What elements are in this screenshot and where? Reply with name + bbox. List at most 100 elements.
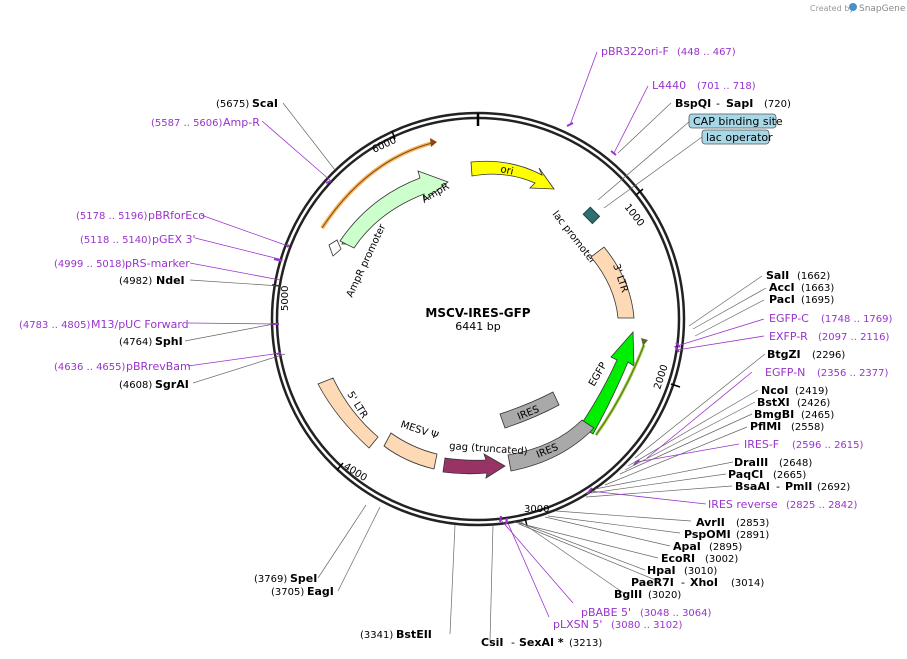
ndei-name[interactable]: NdeI: [156, 274, 185, 287]
bstxi-name[interactable]: BstXI: [757, 396, 790, 409]
ndei-pos: (4982): [119, 276, 152, 287]
lac-operator-label: lac operator: [706, 131, 773, 144]
sgrai-name[interactable]: SgrAI: [155, 378, 189, 391]
scai-pos: (5675): [216, 99, 249, 110]
plasmid-length: 6441 bp: [455, 320, 500, 333]
pbabe-pos: (3048 .. 3064): [640, 608, 712, 619]
ltr3-feature[interactable]: [590, 246, 635, 319]
credit-prefix: Created by: [810, 4, 854, 13]
ires-lower-feature[interactable]: [507, 419, 595, 472]
hpai-name[interactable]: HpaI: [647, 564, 676, 577]
bspqi-pos: (720): [764, 99, 791, 110]
gag-feature[interactable]: [442, 453, 506, 479]
sgrai-pos: (4608): [119, 380, 152, 391]
leader-lines: [184, 102, 767, 642]
l4440-pos: (701 .. 718): [697, 81, 756, 92]
ampr-primer-name[interactable]: Amp-R: [223, 116, 260, 129]
cap-binding-box[interactable]: [688, 113, 777, 129]
svg-text:-: -: [776, 480, 780, 493]
bsaai-name[interactable]: BsaAI: [735, 480, 770, 493]
pbrforeco-name[interactable]: pBRforEco: [148, 209, 205, 222]
bsteii-name[interactable]: BstEII: [396, 628, 432, 641]
bglii-name[interactable]: BglII: [614, 588, 642, 601]
sali-pos: (1662): [797, 271, 830, 282]
m13-name[interactable]: M13/pUC Forward: [91, 318, 189, 331]
svg-text:-: -: [681, 576, 685, 589]
eagi-name[interactable]: EagI: [307, 585, 334, 598]
pflmi-pos: (2558): [791, 422, 824, 433]
ampr-feature[interactable]: [339, 170, 449, 249]
paqci-name[interactable]: PaqCI: [728, 468, 763, 481]
paer7i-name[interactable]: PaeR7I: [631, 576, 674, 589]
egfpc-name[interactable]: EGFP-C: [769, 312, 809, 325]
pbrrevbam-name[interactable]: pBRrevBam: [126, 360, 191, 373]
pflmi-name[interactable]: PflMI: [750, 420, 781, 433]
ncoi-name[interactable]: NcoI: [761, 384, 788, 397]
bglii-pos: (3020): [648, 590, 681, 601]
iresf-name[interactable]: IRES-F: [744, 438, 779, 451]
iresf-pos: (2596 .. 2615): [792, 440, 864, 451]
paqci-pos: (2665): [773, 470, 806, 481]
spei-pos: (3769): [254, 574, 287, 585]
bmgbi-name[interactable]: BmgBI: [754, 408, 794, 421]
plxsn-name[interactable]: pLXSN 5': [553, 618, 602, 631]
ecori-name[interactable]: EcoRI: [661, 552, 695, 565]
plxsn-pos: (3080 .. 3102): [611, 620, 683, 631]
sphi-name[interactable]: SphI: [155, 335, 183, 348]
lac-operator-box[interactable]: [701, 129, 770, 145]
lac-promoter-feature[interactable]: [582, 206, 601, 225]
sexai-name[interactable]: SexAI *: [519, 636, 564, 649]
cap-binding-label: CAP binding site: [693, 115, 783, 128]
exfpr-name[interactable]: EXFP-R: [769, 330, 808, 343]
paci-pos: (1695): [801, 295, 834, 306]
btgzi-name[interactable]: BtgZI: [767, 348, 801, 361]
pmli-name[interactable]: PmlI: [785, 480, 812, 493]
egfp-feature[interactable]: [579, 330, 635, 435]
exfpr-pos: (2097 .. 2116): [818, 332, 890, 343]
sapi-name[interactable]: SapI: [726, 97, 753, 110]
pspomi-name[interactable]: PspOMI: [684, 528, 731, 541]
sali-name[interactable]: SalI: [766, 269, 789, 282]
pgex-pos: (5118 .. 5140): [80, 235, 152, 246]
ori-feature[interactable]: [470, 160, 555, 190]
acci-name[interactable]: AccI: [769, 281, 795, 294]
avrii-name[interactable]: AvrII: [696, 516, 725, 529]
csii-pos: (3213): [569, 638, 602, 649]
draiii-name[interactable]: DraIII: [734, 456, 768, 469]
pbr322-pos: (448 .. 467): [677, 47, 736, 58]
ncoi-pos: (2419): [795, 386, 828, 397]
tick-5000: 5000: [280, 286, 291, 311]
tick-4000: 4000: [341, 461, 368, 484]
scai-name[interactable]: ScaI: [252, 97, 278, 110]
l4440-name[interactable]: L4440: [652, 79, 686, 92]
ltr5-feature[interactable]: [317, 377, 379, 449]
tick-3000: 3000: [524, 504, 549, 515]
ires-upper-feature[interactable]: [499, 391, 560, 429]
paer7i-pos: (3014): [731, 578, 764, 589]
egfpc-pos: (1748 .. 1769): [821, 314, 893, 325]
pspomi-pos: (2891): [736, 530, 769, 541]
mesv-feature[interactable]: [383, 432, 438, 470]
ecori-pos: (3002): [705, 554, 738, 565]
draiii-pos: (2648): [779, 458, 812, 469]
apai-name[interactable]: ApaI: [673, 540, 701, 553]
paci-name[interactable]: PacI: [769, 293, 795, 306]
pgex-name[interactable]: pGEX 3': [152, 233, 196, 246]
btgzi-pos: (2296): [812, 350, 845, 361]
credit-brand: SnapGene: [859, 4, 906, 14]
bspqi-name[interactable]: BspQI: [675, 97, 711, 110]
primer-ticks: [273, 122, 681, 525]
iresrev-name[interactable]: IRES reverse: [708, 498, 778, 511]
mesv-label: MESV Ψ: [399, 419, 440, 442]
csii-name[interactable]: CsiI: [481, 636, 503, 649]
gag-label: gag (truncated): [449, 441, 528, 457]
pbr322-name[interactable]: pBR322ori-F: [601, 45, 669, 58]
pbabe-name[interactable]: pBABE 5': [581, 606, 631, 619]
egfpn-name[interactable]: EGFP-N: [765, 366, 805, 379]
xhoi-name[interactable]: XhoI: [690, 576, 718, 589]
sphi-pos: (4764): [119, 337, 152, 348]
spei-name[interactable]: SpeI: [290, 572, 317, 585]
prs-name[interactable]: pRS-marker: [125, 257, 190, 270]
iresrev-pos: (2825 .. 2842): [786, 500, 858, 511]
